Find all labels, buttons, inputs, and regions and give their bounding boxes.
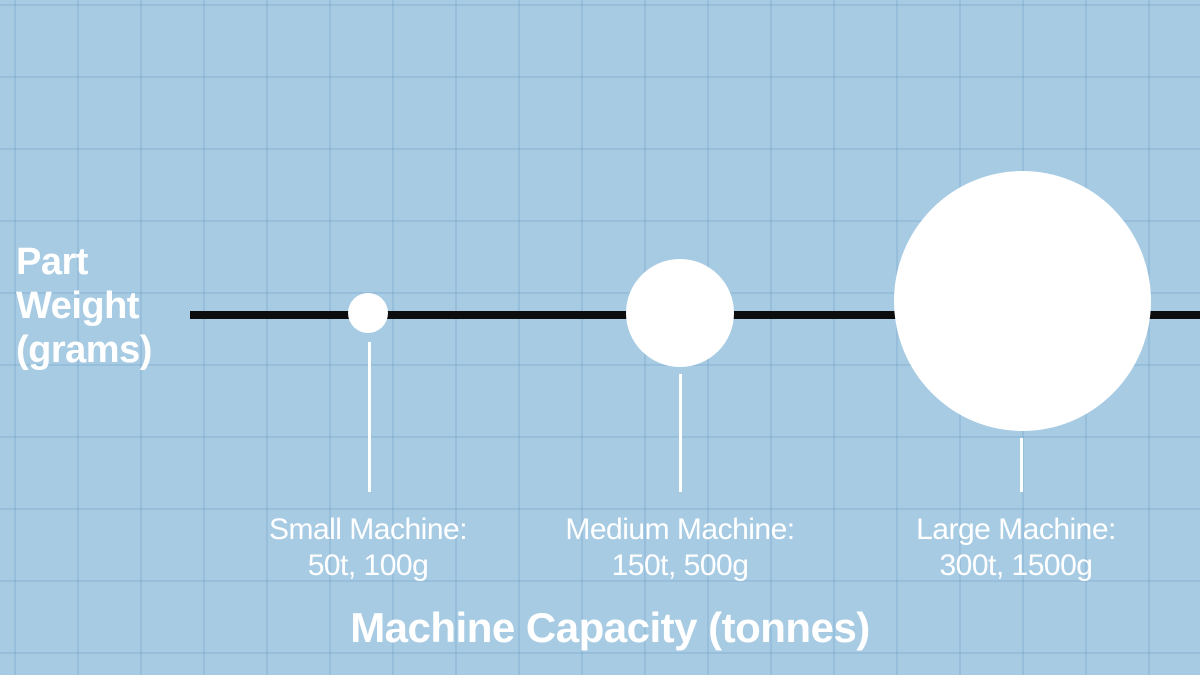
point-label-value: 300t, 1500g bbox=[939, 549, 1093, 582]
leader-line-small-machine bbox=[368, 342, 371, 492]
point-label-medium-machine: Medium Machine: 150t, 500g bbox=[530, 512, 830, 584]
y-axis-label-line-2: Weight bbox=[16, 285, 139, 327]
y-axis-label-line-1: Part bbox=[16, 241, 88, 283]
bubble-medium-machine bbox=[626, 259, 734, 367]
point-label-large-machine: Large Machine: 300t, 1500g bbox=[866, 512, 1166, 584]
y-axis-label-line-3: (grams) bbox=[16, 329, 152, 371]
y-axis-label: Part Weight (grams) bbox=[16, 240, 152, 372]
point-label-value: 50t, 100g bbox=[307, 549, 429, 582]
point-label-value: 150t, 500g bbox=[611, 549, 749, 582]
point-label-title: Medium Machine: bbox=[565, 513, 795, 546]
bubble-large-machine bbox=[894, 171, 1151, 431]
point-label-small-machine: Small Machine: 50t, 100g bbox=[218, 512, 518, 584]
leader-line-large-machine bbox=[1020, 438, 1023, 492]
leader-line-medium-machine bbox=[679, 374, 682, 492]
point-label-title: Large Machine: bbox=[916, 513, 1116, 546]
x-axis-label: Machine Capacity (tonnes) bbox=[350, 604, 870, 651]
point-label-title: Small Machine: bbox=[268, 513, 468, 546]
bubble-small-machine bbox=[348, 293, 388, 333]
